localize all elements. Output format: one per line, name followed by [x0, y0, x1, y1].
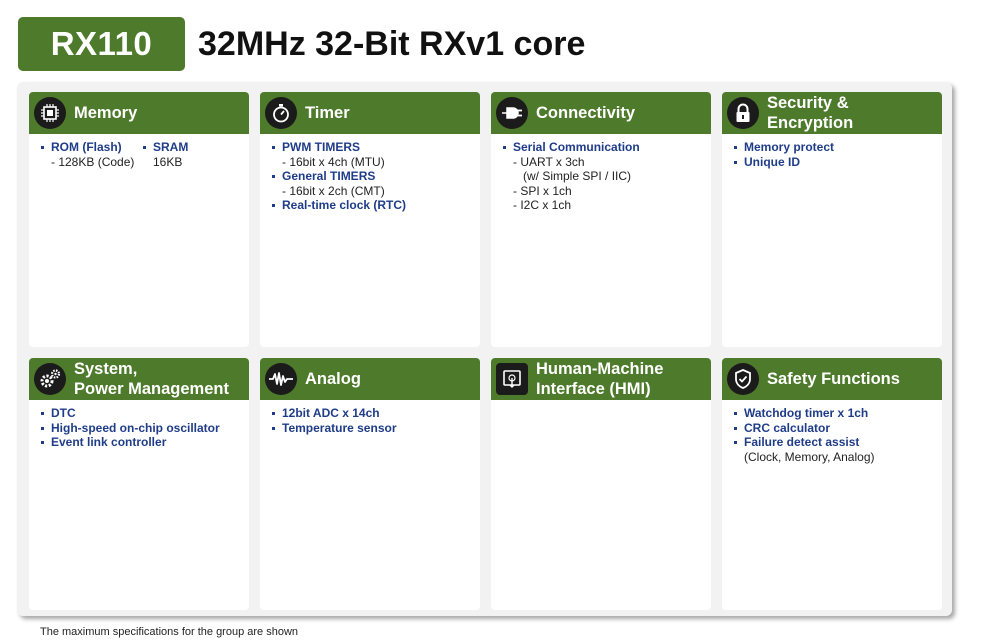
- memory-sram-label: SRAM: [143, 140, 188, 155]
- card-hmi: Human-Machine Interface (HMI): [491, 358, 711, 610]
- card-system-title-line2: Power Management: [74, 380, 229, 398]
- card-memory-title: Memory: [74, 104, 138, 122]
- card-security: Security & Encryption Memory protect Uni…: [722, 92, 942, 347]
- system-line: Event link controller: [41, 435, 249, 450]
- card-timer-body: PWM TIMERS - 16bit x 4ch (MTU) General T…: [260, 140, 480, 347]
- card-analog-title: Analog: [305, 370, 361, 388]
- card-system: System, Power Management DTC High-speed …: [29, 358, 249, 610]
- card-safety: Safety Functions Watchdog timer x 1ch CR…: [722, 358, 942, 610]
- card-timer: Timer PWM TIMERS - 16bit x 4ch (MTU) Gen…: [260, 92, 480, 347]
- card-timer-title: Timer: [305, 104, 350, 122]
- timer-line: PWM TIMERS: [272, 140, 480, 155]
- timer-line: - 16bit x 2ch (CMT): [282, 183, 385, 198]
- card-memory-header: Memory: [29, 92, 249, 134]
- safety-line: CRC calculator: [734, 421, 942, 436]
- connectivity-line: - UART x 3ch: [513, 154, 585, 169]
- card-system-title-line1: System,: [74, 360, 138, 378]
- card-system-header: System, Power Management: [29, 358, 249, 400]
- system-line: DTC: [41, 406, 249, 421]
- safety-line: (Clock, Memory, Analog): [744, 449, 875, 464]
- features-panel: Memory ROM (Flash) - 128KB (Code) SRAM 1…: [17, 82, 952, 616]
- waveform-icon: [265, 363, 297, 395]
- card-connectivity-title: Connectivity: [536, 104, 636, 122]
- card-hmi-title: Human-Machine Interface (HMI): [536, 358, 663, 400]
- touch-screen-icon: [496, 363, 528, 395]
- card-hmi-title-line1: Human-Machine: [536, 360, 664, 378]
- card-safety-title: Safety Functions: [767, 370, 900, 388]
- connectivity-line: - I2C x 1ch: [513, 198, 572, 212]
- card-safety-header: Safety Functions: [722, 358, 942, 400]
- stopwatch-icon: [265, 97, 297, 129]
- security-line: Memory protect: [734, 140, 942, 155]
- card-system-body: DTC High-speed on-chip oscillator Event …: [29, 406, 249, 610]
- card-security-body: Memory protect Unique ID: [722, 140, 942, 347]
- card-system-title: System, Power Management: [74, 358, 229, 400]
- memory-rom-value: - 128KB (Code): [51, 154, 135, 169]
- card-security-title-line2: Encryption: [767, 114, 854, 132]
- lock-icon: [727, 97, 759, 129]
- system-line: High-speed on-chip oscillator: [41, 421, 249, 436]
- card-analog-body: 12bit ADC x 14ch Temperature sensor: [260, 406, 480, 610]
- timer-line: General TIMERS: [272, 169, 480, 184]
- analog-line: Temperature sensor: [272, 421, 480, 436]
- gears-icon: [34, 363, 66, 395]
- card-timer-header: Timer: [260, 92, 480, 134]
- card-memory-body: ROM (Flash) - 128KB (Code) SRAM 16KB: [29, 140, 249, 347]
- card-hmi-title-line2: Interface (HMI): [536, 380, 651, 398]
- footnote: The maximum specifications for the group…: [40, 626, 299, 638]
- memory-chip-icon: [34, 97, 66, 129]
- connectivity-line: Serial Communication: [503, 140, 711, 155]
- card-security-title-line1: Security &: [767, 94, 849, 112]
- memory-rom-label: ROM (Flash): [41, 140, 143, 155]
- timer-line: - 16bit x 4ch (MTU): [282, 154, 385, 169]
- analog-line: 12bit ADC x 14ch: [272, 406, 480, 421]
- card-analog: Analog 12bit ADC x 14ch Temperature sens…: [260, 358, 480, 610]
- shield-check-icon: [727, 363, 759, 395]
- card-connectivity-header: Connectivity: [491, 92, 711, 134]
- card-analog-header: Analog: [260, 358, 480, 400]
- card-hmi-header: Human-Machine Interface (HMI): [491, 358, 711, 400]
- memory-sram-value: 16KB: [153, 154, 183, 169]
- card-memory: Memory ROM (Flash) - 128KB (Code) SRAM 1…: [29, 92, 249, 347]
- safety-line: Watchdog timer x 1ch: [734, 406, 942, 421]
- card-security-header: Security & Encryption: [722, 92, 942, 134]
- security-line: Unique ID: [734, 155, 942, 170]
- safety-line: Failure detect assist: [734, 435, 942, 450]
- card-hmi-body: [491, 406, 711, 610]
- connectivity-line: (w/ Simple SPI / IIC): [523, 169, 632, 183]
- connectivity-line: - SPI x 1ch: [513, 183, 572, 198]
- card-connectivity: Connectivity Serial Communication - UART…: [491, 92, 711, 347]
- card-security-title: Security & Encryption: [767, 92, 853, 134]
- product-badge: RX110: [18, 17, 185, 71]
- page-title: 32MHz 32-Bit RXv1 core: [198, 25, 586, 63]
- plug-icon: [496, 97, 528, 129]
- card-connectivity-body: Serial Communication - UART x 3ch (w/ Si…: [491, 140, 711, 347]
- card-safety-body: Watchdog timer x 1ch CRC calculator Fail…: [722, 406, 942, 610]
- timer-line: Real-time clock (RTC): [272, 198, 480, 213]
